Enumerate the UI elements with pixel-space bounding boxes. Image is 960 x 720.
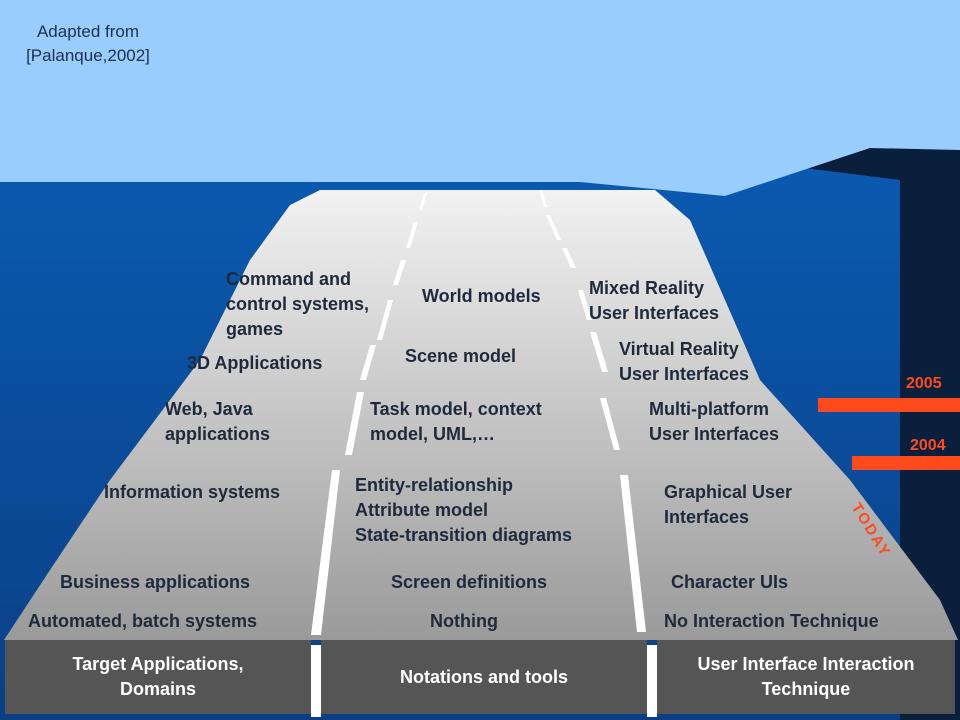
lane-divider-left [311,193,427,635]
ui-character: Character UIs [671,572,789,592]
year-label-2004: 2004 [910,437,946,454]
year-label-2005: 2005 [906,375,942,392]
ui-graphical: Graphical User Interfaces [664,482,793,527]
app-command-control: Command and control systems, games [226,269,370,339]
app-3d-applications: 3D Applications [187,353,323,373]
notation-nothing: Nothing [430,611,498,631]
lane-divider-right [539,190,646,632]
notation-task-model: Task model, context model, UML,… [370,399,542,444]
source-credit: Adapted from [Palanque,2002] [26,22,150,65]
timeline-marker-2004 [852,456,960,470]
road-surface [4,190,958,640]
ui-mixed-reality: Mixed Reality User Interfaces [589,278,720,323]
ui-virtual-reality: Virtual Reality User Interfaces [619,339,750,384]
notation-scene-model: Scene model [405,346,517,366]
notation-screen-definitions: Screen definitions [391,572,548,592]
notation-world-models: World models [422,286,541,306]
footer-notations-tools: Notations and tools [321,640,647,714]
footer-divider-right [647,645,657,717]
footer-divider-left [311,645,321,717]
app-information-systems: Information systems [104,482,281,502]
app-business-applications: Business applications [60,572,251,592]
app-web-java: Web, Java applications [165,399,271,444]
footer-interaction-technique: User Interface Interaction Technique [657,640,955,714]
timeline-marker-2005 [818,398,960,412]
sky [0,0,960,196]
notation-entity-relationship: Entity-relationship Attribute model Stat… [355,475,573,545]
ui-multi-platform: Multi-platform User Interfaces [649,399,780,444]
footer-target-applications: Target Applications, Domains [5,640,311,714]
app-automated-batch: Automated, batch systems [28,611,258,631]
ui-no-interaction: No Interaction Technique [664,611,879,631]
